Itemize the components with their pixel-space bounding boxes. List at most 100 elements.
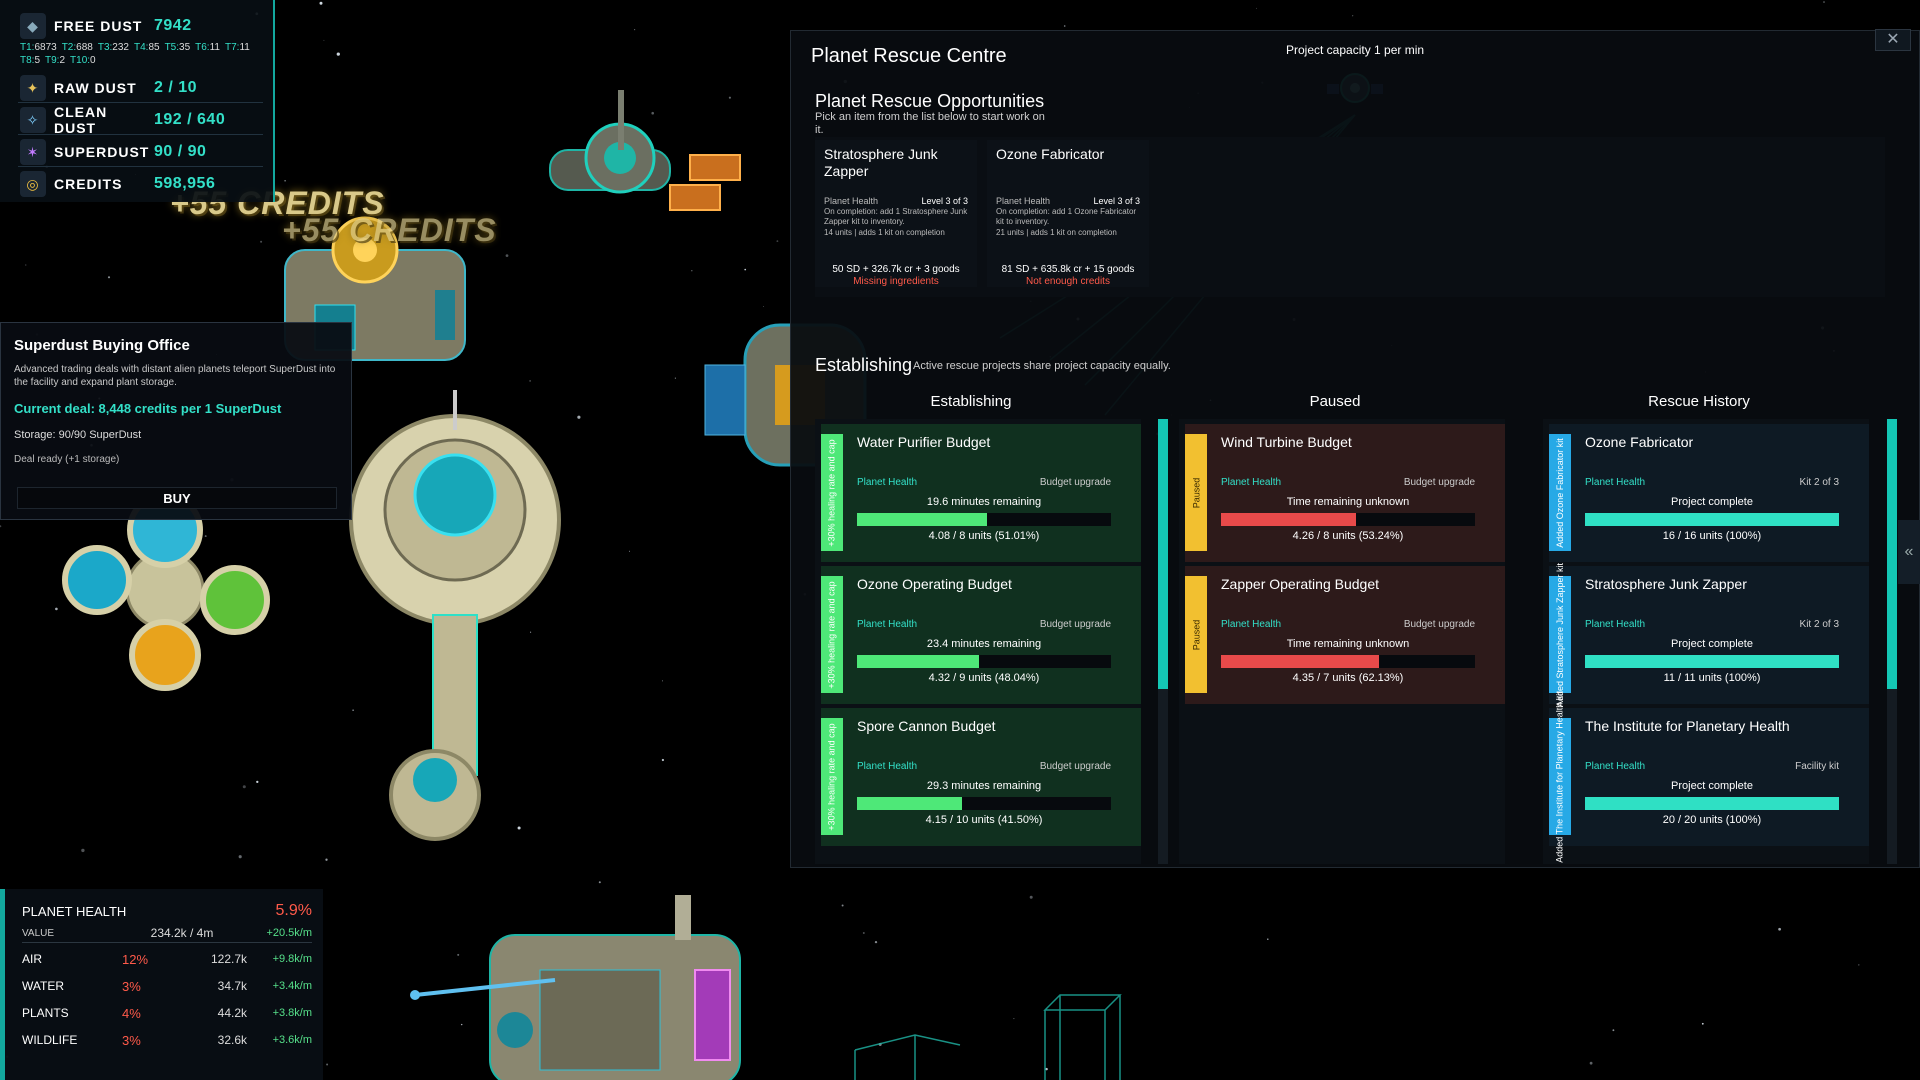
project-tag: Paused (1185, 434, 1207, 551)
free-dust-row: ◆ FREE DUST 7942 (20, 12, 192, 40)
health-val: 32.6k (217, 1033, 247, 1047)
health-title-row: PLANET HEALTH 5.9% (22, 901, 312, 921)
project-progress-fill (1585, 655, 1839, 668)
establishing-subtitle: Active rescue projects share project cap… (913, 360, 1171, 372)
health-percent: 5.9% (275, 902, 312, 919)
free-dust-value: 7942 (154, 17, 192, 34)
health-name: PLANTS (22, 1006, 69, 1020)
health-row-plants: PLANTS 4% 44.2k +3.8k/m (22, 1003, 312, 1023)
clean-dust-icon: ✧ (20, 107, 46, 133)
project-progress-fill (857, 797, 963, 810)
history-project-card[interactable]: Added Stratosphere Junk Zapper kit Strato… (1549, 562, 1869, 707)
project-units: 4.15 / 10 units (41.50%) (925, 814, 1043, 826)
planet-rescue-centre-panel: Planet Rescue Centre Project capacity 1 … (790, 29, 1920, 868)
project-tag-text: +30% healing rate and cap (827, 438, 837, 547)
scrollbar-establishing[interactable] (1158, 419, 1168, 689)
tier-value: 232 (112, 42, 129, 53)
project-progress-bar (857, 797, 1111, 810)
health-pct: 4% (122, 1005, 141, 1021)
tier-key: T4: (133, 42, 149, 53)
history-project-card[interactable]: Added Ozone Fabricator kit Ozone Fabricat… (1549, 424, 1869, 562)
superdust-row: ✶ SUPERDUST 90 / 90 (20, 138, 206, 166)
project-units: 4.32 / 9 units (48.04%) (928, 672, 1040, 684)
project-units: 4.26 / 8 units (53.24%) (1292, 530, 1404, 542)
clean-dust-value: 192 / 640 (154, 111, 226, 128)
superdust-office-panel: Superdust Buying Office Advanced trading… (0, 322, 352, 520)
project-time: Project complete (1671, 638, 1753, 650)
project-time: 29.3 minutes remaining (926, 780, 1042, 792)
credits-value: 598,956 (154, 175, 216, 192)
project-progress-bar (857, 513, 1111, 526)
history-project-card[interactable]: Added The Institute for Planetary Health… (1549, 691, 1869, 862)
project-units: 20 / 20 units (100%) (1662, 814, 1762, 826)
tier-key: T7: (224, 42, 240, 53)
project-type: Kit 2 of 3 (1799, 619, 1839, 630)
tier-key: T5: (164, 42, 180, 53)
superdust-label: SUPERDUST (54, 144, 150, 160)
project-time: Time remaining unknown (1286, 638, 1410, 650)
scrollbar-history[interactable] (1887, 419, 1897, 689)
raw-dust-row: ✦ RAW DUST 2 / 10 (20, 74, 197, 102)
health-val: 122.7k (210, 952, 247, 966)
tier-key: T8: (20, 55, 35, 66)
buy-button[interactable]: BUY (17, 487, 337, 509)
column-title-history: Rescue History (1648, 393, 1750, 410)
project-units: 4.35 / 7 units (62.13%) (1292, 672, 1404, 684)
project-tag: Added The Institute for Planetary Health… (1549, 691, 1571, 862)
project-tag: +30% healing rate and cap (821, 718, 843, 835)
divider (18, 134, 263, 135)
opportunity-units: 21 units | adds 1 kit on completion (996, 228, 1117, 237)
health-rate: +9.8k/m (272, 953, 312, 965)
project-units: 11 / 11 units (100%) (1663, 672, 1761, 684)
project-tag: Added Ozone Fabricator kit (1549, 434, 1571, 551)
project-progress-fill (1585, 797, 1839, 810)
value-label: VALUE (22, 927, 55, 939)
project-category: Planet Health (1221, 477, 1282, 488)
project-type: Kit 2 of 3 (1799, 477, 1839, 488)
project-time: Time remaining unknown (1286, 496, 1410, 508)
free-dust-label: FREE DUST (54, 18, 143, 34)
dust-tier: T10:0 (70, 55, 96, 66)
project-name: Ozone Fabricator (1585, 434, 1694, 450)
project-capacity: Project capacity 1 per min (1286, 43, 1425, 57)
project-type: Facility kit (1795, 761, 1839, 772)
value-rate: +20.5k/m (266, 927, 312, 939)
establishing-project-card[interactable]: +30% healing rate and cap Spore Cannon Bu… (821, 708, 1141, 846)
health-rate: +3.8k/m (272, 1007, 312, 1019)
office-storage: Storage: 90/90 SuperDust (14, 429, 142, 441)
raw-dust-icon: ✦ (20, 75, 46, 101)
project-tag: +30% healing rate and cap (821, 576, 843, 693)
opportunity-name: Stratosphere Junk Zapper (824, 146, 938, 179)
project-type: Budget upgrade (1403, 477, 1475, 488)
health-title: PLANET HEALTH (22, 903, 127, 919)
tier-value: 85 (148, 42, 160, 53)
establishing-heading: Establishing (815, 355, 913, 375)
divider (18, 166, 263, 167)
project-tag: Paused (1185, 576, 1207, 693)
column-title-paused: Paused (1309, 393, 1361, 410)
project-name: Stratosphere Junk Zapper (1585, 576, 1747, 592)
close-icon[interactable]: ✕ (1875, 29, 1911, 51)
tier-value: 688 (76, 42, 93, 53)
project-name: Zapper Operating Budget (1221, 576, 1379, 592)
project-tag: Added Stratosphere Junk Zapper kit (1549, 562, 1571, 707)
project-tag-text: Added The Institute for Planetary Health… (1555, 690, 1565, 863)
station-arm (549, 90, 741, 211)
collapse-panel-icon[interactable]: « (1898, 520, 1920, 584)
health-val: 44.2k (217, 1006, 247, 1020)
project-name: Spore Cannon Budget (857, 718, 996, 734)
dust-tier: T6:11 (195, 42, 220, 53)
clean-dust-label: CLEAN DUST (54, 104, 108, 136)
dust-tier: T1:6873 (20, 42, 57, 53)
raw-dust-value: 2 / 10 (154, 79, 198, 96)
opportunity-units: 14 units | adds 1 kit on completion (824, 228, 945, 237)
